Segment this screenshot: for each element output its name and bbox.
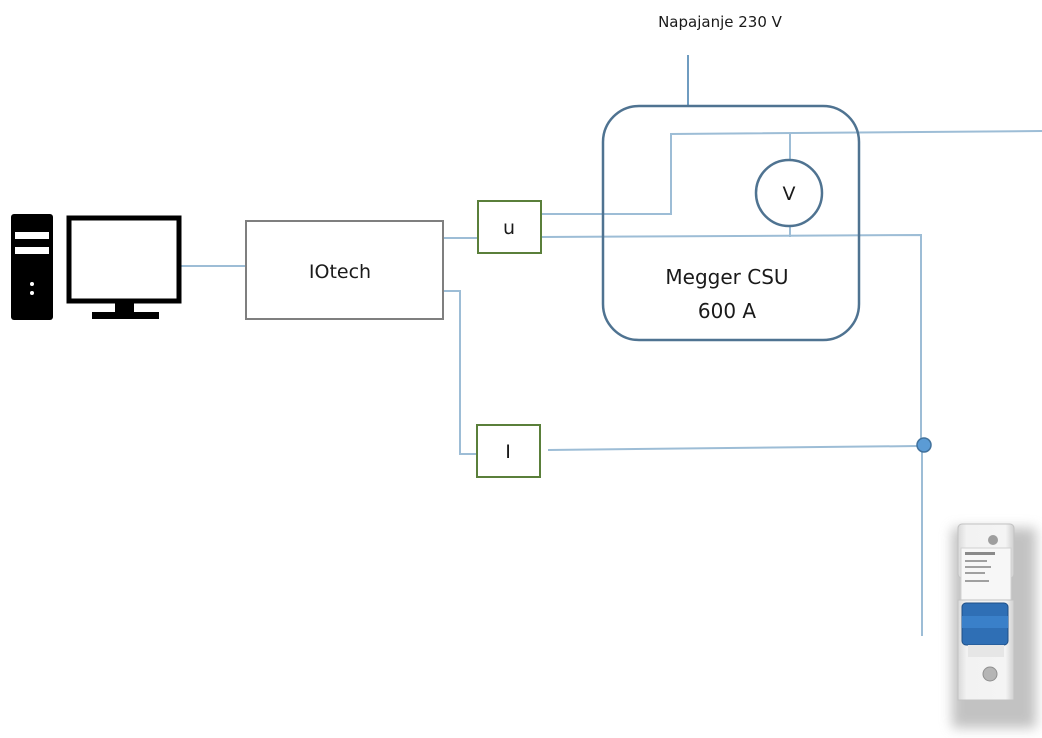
breaker-print (965, 566, 991, 568)
breaker-slot (968, 645, 1004, 657)
megger-box (601, 104, 861, 342)
wire-u-bottom (540, 233, 922, 448)
monitor-neck (115, 300, 134, 312)
voltage-sensor-label: u (503, 217, 515, 239)
circuit-breaker-icon (952, 523, 1036, 728)
computer-icon (11, 214, 182, 320)
megger-csu: Megger CSU 600 A (601, 104, 861, 342)
pc-drive-bay (15, 232, 49, 239)
pc-led (30, 282, 34, 286)
junction-dot (916, 437, 932, 453)
wire-iotech-i (443, 290, 477, 455)
breaker-print (965, 580, 989, 582)
wire-u-top (541, 130, 1042, 215)
megger-label-line1: Megger CSU (665, 265, 788, 289)
breaker-toggle-highlight (962, 616, 1008, 628)
pc-tower-icon (11, 214, 53, 320)
monitor-stand (92, 312, 159, 319)
voltage-sensor: u (477, 200, 542, 254)
voltage-sensor-box (477, 200, 542, 254)
current-sensor-label: I (505, 441, 511, 463)
breaker-print (965, 560, 987, 562)
iotech-label: IOtech (309, 261, 371, 283)
breaker-screw-top (988, 535, 998, 545)
monitor-icon (66, 215, 182, 304)
voltmeter-circle (754, 158, 824, 228)
breaker-print (965, 552, 995, 555)
wires (176, 55, 1042, 636)
pc-led (30, 291, 34, 295)
iotech-daq: IOtech (245, 220, 444, 320)
supply-label: Napajanje 230 V (658, 13, 783, 31)
current-sensor: I (476, 424, 541, 478)
current-sensor-box (476, 424, 541, 478)
breaker-screw-bottom (982, 666, 998, 682)
breaker-label-plate (960, 547, 1012, 604)
megger-label-line2: 600 A (698, 299, 757, 323)
voltmeter-label: V (783, 183, 796, 205)
iotech-box (245, 220, 444, 320)
breaker-print (965, 572, 985, 574)
pc-drive-bay (15, 247, 49, 254)
voltmeter: V (754, 158, 824, 228)
wire-i-junction (547, 445, 919, 451)
